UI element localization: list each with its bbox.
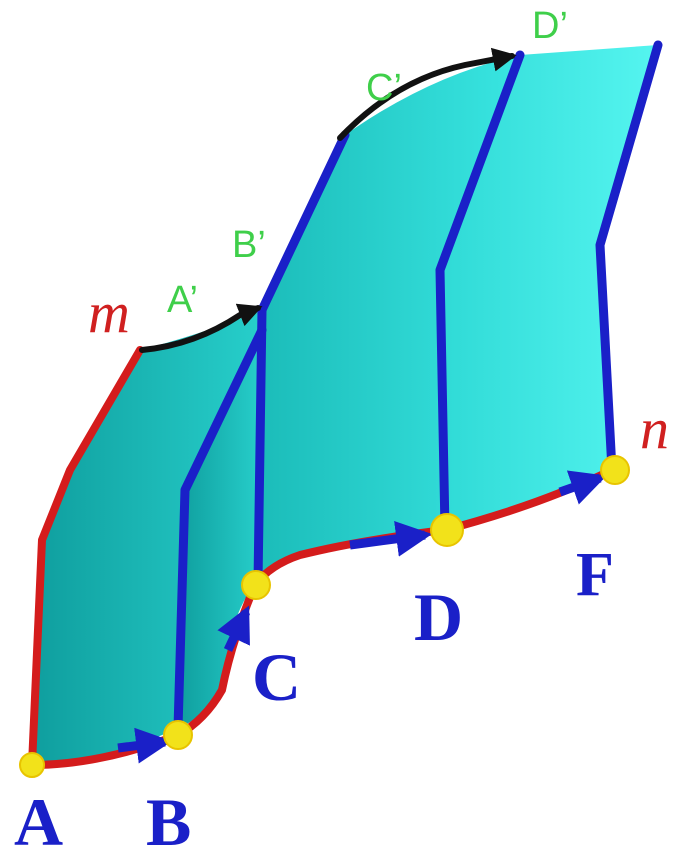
- arrow-f: [558, 470, 607, 505]
- upper-curves: [139, 47, 517, 353]
- points: [19, 455, 630, 778]
- rulings: [173, 40, 663, 733]
- point-f: [600, 455, 630, 485]
- label-n: n: [640, 396, 669, 461]
- surface-strip-d-f: [440, 45, 658, 530]
- point-a: [19, 752, 45, 778]
- ruling-d: [435, 50, 525, 535]
- ruling-b: [173, 325, 267, 733]
- label-c: C: [252, 639, 301, 715]
- curve-m-edge: [28, 346, 144, 769]
- surface-strip-a-b: [32, 310, 262, 765]
- ruling-f: [595, 40, 663, 475]
- label-f: F: [576, 541, 614, 609]
- label-a: A: [14, 784, 63, 859]
- point-b: [163, 720, 193, 750]
- arrow-c: [217, 605, 251, 652]
- ruling-c: [253, 305, 267, 587]
- point-d: [430, 513, 464, 547]
- arrow-b: [117, 727, 173, 764]
- tangent-arrows: [117, 470, 607, 764]
- arrow-d: [349, 520, 433, 557]
- label-d-prime: D’: [532, 5, 568, 47]
- label-m: m: [88, 280, 130, 345]
- point-c: [241, 570, 271, 600]
- label-c-prime: C’: [366, 67, 402, 109]
- label-a-prime: A’: [167, 279, 198, 321]
- ruling-c-upper: [257, 130, 350, 315]
- label-b: B: [146, 784, 191, 859]
- surface: [32, 45, 658, 765]
- surface-strip-b-c: [178, 330, 262, 728]
- curve-upper-a: [139, 303, 263, 353]
- label-d: D: [414, 579, 463, 655]
- curve-upper-c: [337, 47, 517, 141]
- label-b-prime: B’: [232, 224, 266, 266]
